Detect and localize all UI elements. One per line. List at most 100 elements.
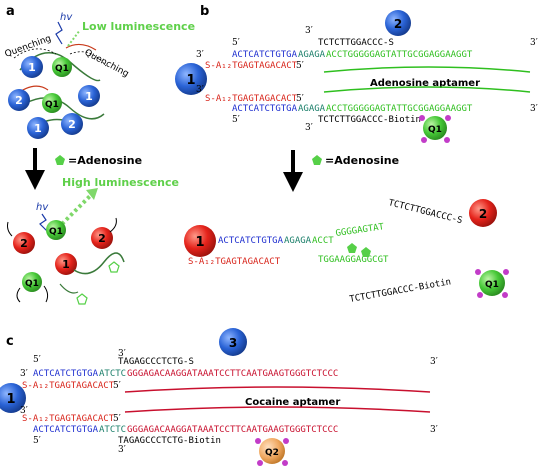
nanoparticle-1 — [21, 56, 43, 78]
panel-label-a: a — [6, 4, 15, 19]
panel-c: c 5′ 3′ TAGAGCCCTCTG-S 3 3′ ACTCATCTGTGA… — [0, 328, 438, 466]
nanoparticle-2-red — [13, 232, 35, 254]
probe-3-sequence: TAGAGCCCTCTG-S — [118, 357, 194, 367]
quencher-q1 — [22, 272, 42, 292]
aptamer-loop-top: GGGGAGTAT — [335, 222, 385, 239]
streptavidin-dot — [421, 137, 427, 143]
panel-a-dispersed: hv 2 Q1 2 Q1 1 — [7, 188, 125, 305]
nanoparticle-label: 2 — [479, 207, 487, 221]
nanoparticle-label: 1 — [195, 235, 204, 250]
prime-5: 5′ — [33, 355, 41, 365]
dna-single-strand — [16, 287, 21, 303]
nanoparticle-label: 1 — [186, 73, 195, 88]
prime-5: 5′ — [113, 381, 121, 391]
adenosine-pentagon-icon — [55, 155, 65, 165]
nanoparticle-label: 2 — [20, 237, 28, 250]
quencher-q1 — [52, 57, 72, 77]
prime-3: 3′ — [305, 123, 313, 133]
dna-single-strand — [43, 285, 49, 303]
streptavidin-dot — [502, 292, 508, 298]
nanoparticle-label: 2 — [15, 94, 23, 107]
nanoparticle-1 — [78, 85, 100, 107]
quencher-q1 — [479, 270, 505, 296]
light-wave-icon — [39, 213, 49, 233]
s-a12-strand: S-A₁₂TGAGTAGACACT — [205, 61, 298, 71]
streptavidin-dot — [477, 292, 483, 298]
prime-3: 3′ — [530, 38, 538, 48]
emission-arrowhead — [86, 188, 98, 200]
s-a12-strand: S-A₁₂TGAGTAGACACT — [22, 414, 115, 424]
streptavidin-dot — [444, 137, 450, 143]
hv-label: hv — [60, 12, 73, 23]
dna-single-strand — [109, 217, 117, 233]
strand-segment-blue: ACTCATCTGTGA — [33, 369, 99, 379]
nanoparticle-1-red — [184, 225, 216, 257]
nanoparticle-label: 2 — [394, 17, 402, 31]
quencher-label: Q1 — [45, 100, 59, 110]
strand-segment-blue: ACTCATCTGTGA — [33, 425, 99, 435]
quencher-label: Q1 — [485, 280, 499, 290]
nanoparticle-1-red — [55, 253, 77, 275]
nanoparticle-1 — [27, 117, 49, 139]
strand-segment-teal: AGAGA — [298, 104, 326, 114]
prime-5: 5′ — [296, 94, 304, 104]
adenosine-aptamer-label: Adenosine aptamer — [370, 78, 480, 89]
nanoparticle-2 — [8, 89, 30, 111]
panel-label-b: b — [200, 4, 209, 19]
streptavidin-dot — [503, 269, 509, 275]
aptamer-brace — [124, 406, 431, 413]
adenosine-bound-icon — [361, 247, 371, 257]
strand-segment-green: ACCT — [312, 236, 334, 246]
prime-5: 5′ — [113, 414, 121, 424]
nanoparticle-label: 1 — [85, 90, 93, 103]
quencher-q1 — [46, 220, 66, 240]
prime-3: 3′ — [118, 349, 126, 359]
high-luminescence-label: High luminescence — [62, 176, 179, 189]
streptavidin-dot — [257, 460, 263, 466]
prime-3: 3′ — [20, 406, 28, 416]
quencher-label: Q1 — [55, 64, 69, 74]
panel-label-c: c — [6, 334, 14, 349]
light-wave-icon — [55, 21, 63, 45]
adenosine-bound-icon — [347, 243, 357, 253]
released-probe-2: TCTCTTGGACCC-S — [387, 198, 463, 226]
nanoparticle-label: 2 — [98, 232, 106, 245]
strand-segment-teal: ATCTC — [99, 425, 126, 435]
emission-arrow — [60, 194, 92, 226]
prime-3: 3′ — [20, 369, 28, 379]
adenosine-legend-b: =Adenosine — [325, 154, 399, 167]
quenching-label-right: Quenching — [83, 48, 131, 80]
nanoparticle-2-red — [91, 227, 113, 249]
quencher-q1 — [42, 93, 62, 113]
probe-2-sequence: TCTCTTGGACCC-S — [318, 38, 394, 48]
aptamer-brace — [124, 386, 431, 393]
streptavidin-dot — [419, 115, 425, 121]
strand-segment-blue: ACTCATCTGTGA — [232, 104, 298, 114]
adenosine-bound-icon — [76, 293, 88, 305]
quencher-q2 — [259, 438, 285, 464]
prime-5: 5′ — [232, 38, 240, 48]
strand-segment-blue: ACTCATCTGTGA — [232, 50, 298, 60]
nanoparticle-label: 2 — [68, 118, 76, 131]
aptamer-brace — [323, 66, 531, 73]
cocaine-aptamer-label: Cocaine aptamer — [245, 397, 340, 408]
panel-a: a 1 2 1 1 2 Q1 Q1 hv Low luminescence — [4, 4, 195, 305]
released-biotin-probe: TCTCTTGGACCC-Biotin — [349, 277, 452, 305]
nanoparticle-2 — [385, 10, 411, 36]
strand-segment-red: GGGAGACAAGGATAAATCCTTCAATGAAGTGGGTCTCCC — [127, 369, 338, 379]
streptavidin-dot — [475, 269, 481, 275]
dna-duplex-strand — [23, 97, 105, 120]
nanoparticle-label: 1 — [6, 392, 15, 407]
panel-a-aggregate: 1 2 1 1 2 Q1 Q1 — [8, 43, 105, 139]
nanoparticle-2-red — [469, 199, 497, 227]
quench-arc-right — [69, 51, 107, 67]
nanoparticle-label: 3 — [229, 336, 237, 350]
s-a12-strand: S-A₁₂TGAGTAGACACT — [205, 94, 298, 104]
prime-5: 5′ — [33, 436, 41, 446]
strand-segment-teal: AGAGA — [284, 236, 312, 246]
quenching-label-left: Quenching — [4, 34, 53, 60]
nanoparticle-label: 1 — [28, 61, 36, 74]
dna-single-strand — [65, 43, 97, 51]
biotin-probe-sequence: TCTCTTGGACCC-Biotin — [318, 115, 421, 125]
